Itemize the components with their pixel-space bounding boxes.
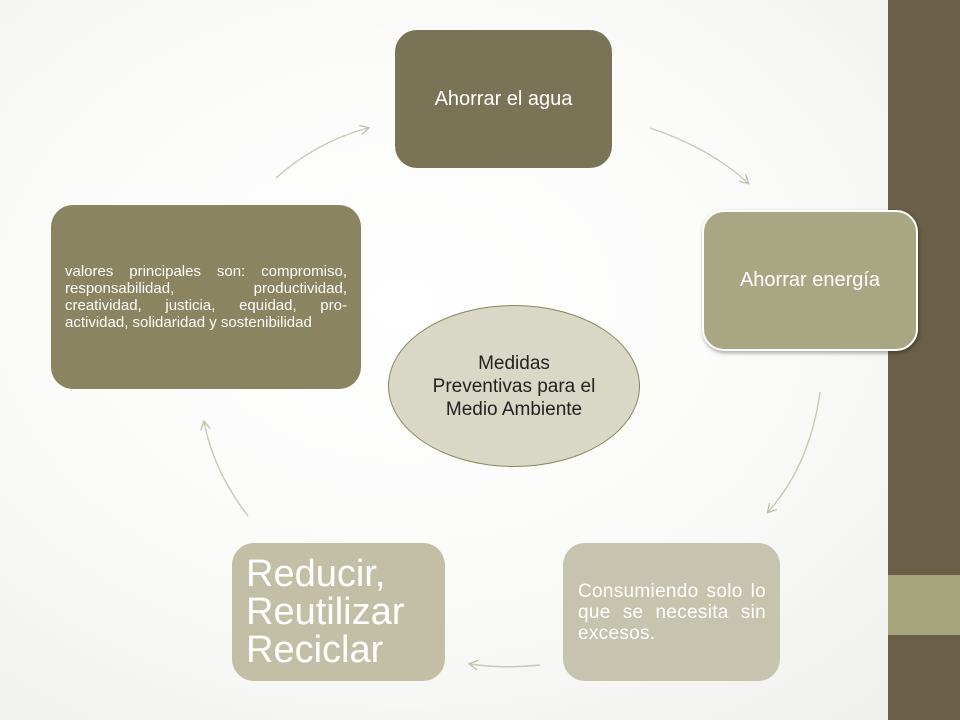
node-ahorrar-energia: Ahorrar energía (702, 210, 918, 351)
arrow-agua-to-energia (649, 127, 748, 183)
arrow-consumiendo-to-reducir (470, 664, 541, 667)
node-ahorrar-agua: Ahorrar el agua (395, 30, 612, 168)
arrow-reducir-to-valores (204, 422, 249, 517)
node-valores-principales: valores principales son: compromiso, res… (51, 205, 361, 389)
arrow-valores-to-agua (275, 128, 368, 179)
node-consumiendo: Consumiendo solo lo que se necesita sin … (563, 543, 780, 681)
node-ahorrar-agua-label: Ahorrar el agua (434, 87, 573, 110)
sidebar-accent-band (888, 575, 960, 635)
node-ahorrar-energia-label: Ahorrar energía (739, 269, 881, 291)
node-reducir-label: Reducir, Reutilizar Reciclar (246, 553, 405, 671)
node-reducir-reutilizar-reciclar: Reducir, Reutilizar Reciclar (232, 543, 445, 681)
arrow-energia-to-consumiendo (768, 391, 821, 512)
center-label: Medidas Preventivas para el Medio Ambien… (432, 352, 596, 420)
center-ellipse: Medidas Preventivas para el Medio Ambien… (388, 305, 640, 467)
node-consumiendo-label: Consumiendo solo lo que se necesita sin … (578, 580, 766, 644)
node-valores-label: valores principales son: compromiso, res… (65, 263, 347, 331)
